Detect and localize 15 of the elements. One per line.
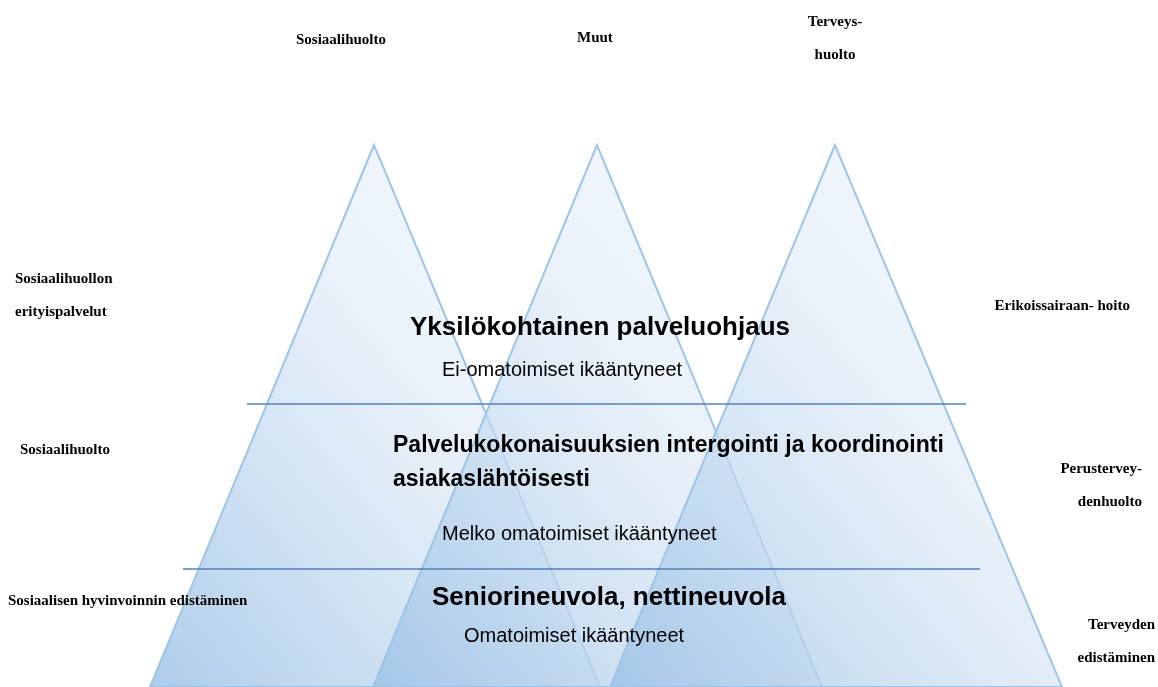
tier-subtext: Omatoimiset ikääntyneet — [464, 623, 685, 648]
tier-heading: Palvelukokonaisuuksien intergointi ja koordinointi asiakaslähtöisesti — [393, 430, 945, 493]
tier-subtext: Melko omatoimiset ikääntyneet — [442, 521, 717, 546]
tier-heading: Yksilökohtainen palveluohjaus — [410, 310, 790, 342]
level-label: Sosiaalihuollon erityispalvelut — [15, 269, 114, 321]
level-label: Erikoissairaan- hoito — [993, 296, 1130, 315]
level-label: Sosiaalihuolto — [296, 30, 387, 49]
level-label: Muut — [577, 28, 613, 47]
level-label: Sosiaalihuolto — [20, 440, 111, 459]
level-label: Terveyden edistäminen — [1076, 615, 1155, 667]
level-label: Sosiaalisen hyvinvoinnin edistäminen — [8, 591, 248, 610]
tier-subtext: Ei-omatoimiset ikääntyneet — [442, 357, 683, 382]
level-label: Perustervey- denhuolto — [1059, 459, 1142, 511]
tier-heading: Seniorineuvola, nettineuvola — [432, 580, 786, 612]
level-label: Terveys- huolto — [806, 12, 864, 64]
